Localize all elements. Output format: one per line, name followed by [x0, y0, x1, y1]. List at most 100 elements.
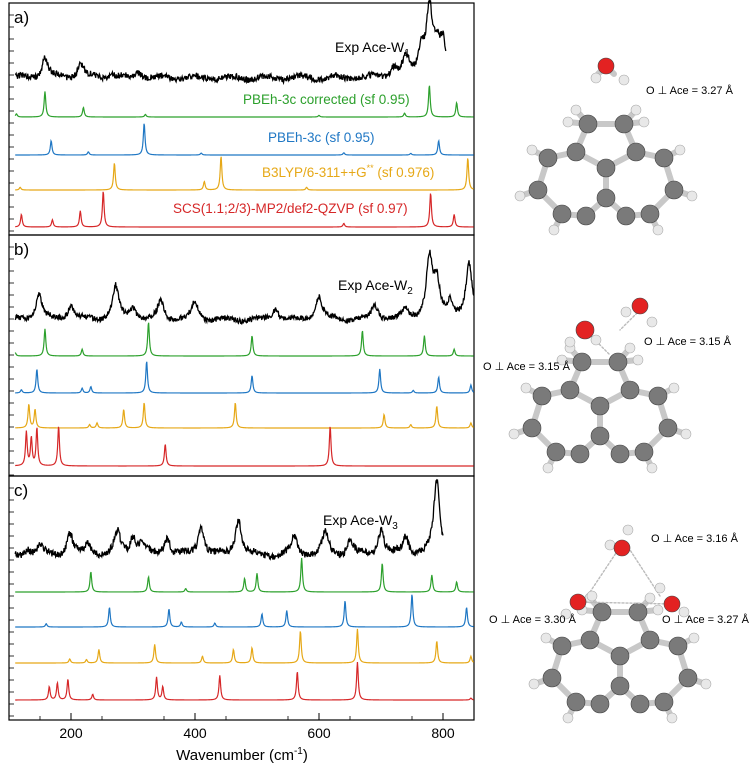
oxygen-atom: [575, 320, 595, 340]
exp-label: Exp Ace-W3: [323, 512, 398, 532]
x-tick-label: 600: [307, 725, 331, 741]
hydrogen-atom: [678, 606, 690, 618]
molecule-ace-w1: O ⊥ Ace = 3.27 Å: [514, 57, 734, 236]
hydrogen-atom: [514, 190, 526, 202]
x-axis-label-sup: -1: [294, 746, 303, 757]
hydrogen-atom: [638, 116, 650, 128]
carbon-atom: [576, 206, 596, 226]
hydrogen-atom: [618, 74, 630, 86]
carbon-atom: [560, 380, 580, 400]
carbon-atom: [640, 204, 660, 224]
hydrogen-atom: [570, 104, 582, 116]
carbon-atom: [552, 204, 572, 224]
molecule-ace-w2: O ⊥ Ace = 3.15 ÅO ⊥ Ace = 3.15 Å: [483, 297, 732, 474]
exp-label: Exp Ace-W2: [338, 277, 413, 297]
series-b3lyp: [15, 628, 475, 664]
carbon-atom: [664, 180, 684, 200]
hydrogen-atom: [700, 678, 712, 690]
carbon-atom: [628, 602, 648, 622]
hydrogen-atom: [624, 342, 636, 354]
hydrogen-atom: [622, 524, 634, 536]
oxygen-atom: [569, 593, 587, 611]
distance-annotation: O ⊥ Ace = 3.15 Å: [483, 360, 571, 373]
oxygen-atom: [597, 57, 615, 75]
hydrogen-atom: [508, 428, 520, 440]
hydrogen-atom: [652, 604, 664, 616]
carbon-atom: [590, 426, 610, 446]
carbon-atom: [572, 352, 592, 372]
carbon-atom: [630, 694, 650, 714]
hydrogen-atom: [604, 539, 616, 551]
oxygen-atom: [663, 595, 681, 613]
carbon-atom: [648, 386, 668, 406]
carbon-atom: [532, 386, 552, 406]
hydrogen-atom: [668, 382, 680, 394]
hydrogen-atom: [542, 462, 554, 474]
hydrogen-atom: [674, 144, 686, 156]
carbon-atom: [654, 148, 674, 168]
hydrogen-atom: [590, 72, 602, 84]
hydrogen-atom: [644, 592, 656, 604]
exp-label-sub: 3: [392, 521, 398, 532]
carbon-atom: [614, 114, 634, 134]
series-pbeh3c: [15, 594, 474, 628]
distance-annotation: O ⊥ Ace = 3.27 Å: [662, 613, 750, 626]
hydrogen-atom: [630, 104, 642, 116]
series-pbeh3c_corrected: [14, 85, 474, 118]
distance-annotation: O ⊥ Ace = 3.27 Å: [646, 84, 734, 97]
carbon-atom: [610, 646, 630, 666]
series-b3lyp: [15, 156, 474, 191]
carbon-atom: [654, 692, 674, 712]
hbond: [577, 601, 673, 605]
method-label-rest: (sf 0.976): [374, 165, 435, 180]
series-pbeh3c_corrected: [14, 322, 474, 357]
panel-frame: [8, 475, 475, 721]
carbon-atom: [566, 142, 586, 162]
series-scs_mp2: [15, 426, 474, 467]
carbon-atom: [608, 352, 628, 372]
carbon-atom: [634, 442, 654, 462]
carbon-atom: [552, 636, 572, 656]
hydrogen-atom: [562, 712, 574, 724]
panel-label: a): [14, 8, 29, 27]
hydrogen-atom: [590, 334, 602, 346]
hydrogen-atom: [556, 354, 568, 366]
carbon-atom: [616, 206, 636, 226]
exp-spectrum: [14, 0, 447, 86]
method-label-sup: **: [367, 163, 375, 173]
carbon-atom: [580, 630, 600, 650]
carbon-atom: [590, 694, 610, 714]
x-tick-label: 400: [183, 725, 207, 741]
carbon-atom: [592, 602, 612, 622]
distance-annotation: O ⊥ Ace = 3.30 Å: [489, 613, 577, 626]
carbon-atom: [658, 418, 678, 438]
hydrogen-atom: [686, 190, 698, 202]
carbon-atom: [538, 148, 558, 168]
carbon-atom: [578, 114, 598, 134]
hydrogen-atom: [654, 582, 666, 594]
series-pbeh3c_corrected: [15, 557, 474, 593]
hydrogen-atom: [562, 116, 574, 128]
hydrogen-atom: [560, 608, 572, 620]
carbon-atom: [528, 180, 548, 200]
hydrogen-atom: [520, 382, 532, 394]
panel-label: b): [14, 240, 29, 259]
exp-label: Exp Ace-W1: [335, 39, 410, 59]
panel-label: c): [14, 481, 28, 500]
carbon-atom: [546, 442, 566, 462]
carbon-atom: [570, 444, 590, 464]
x-axis-label: Wavenumber (cm-1): [176, 746, 308, 764]
panel-b: b) Exp Ace-W2: [8, 234, 475, 477]
carbon-atom: [590, 396, 610, 416]
carbon-atom: [610, 444, 630, 464]
x-axis-label-end: ): [303, 747, 308, 764]
exp-label-sub: 1: [404, 48, 410, 59]
carbon-atom: [596, 188, 616, 208]
x-tick-label: 800: [431, 725, 455, 741]
method-label: PBEh-3c corrected (sf 0.95): [243, 92, 410, 107]
exp-spectrum: [14, 249, 475, 326]
hydrogen-atom: [620, 306, 632, 318]
carbon-atom: [542, 668, 562, 688]
